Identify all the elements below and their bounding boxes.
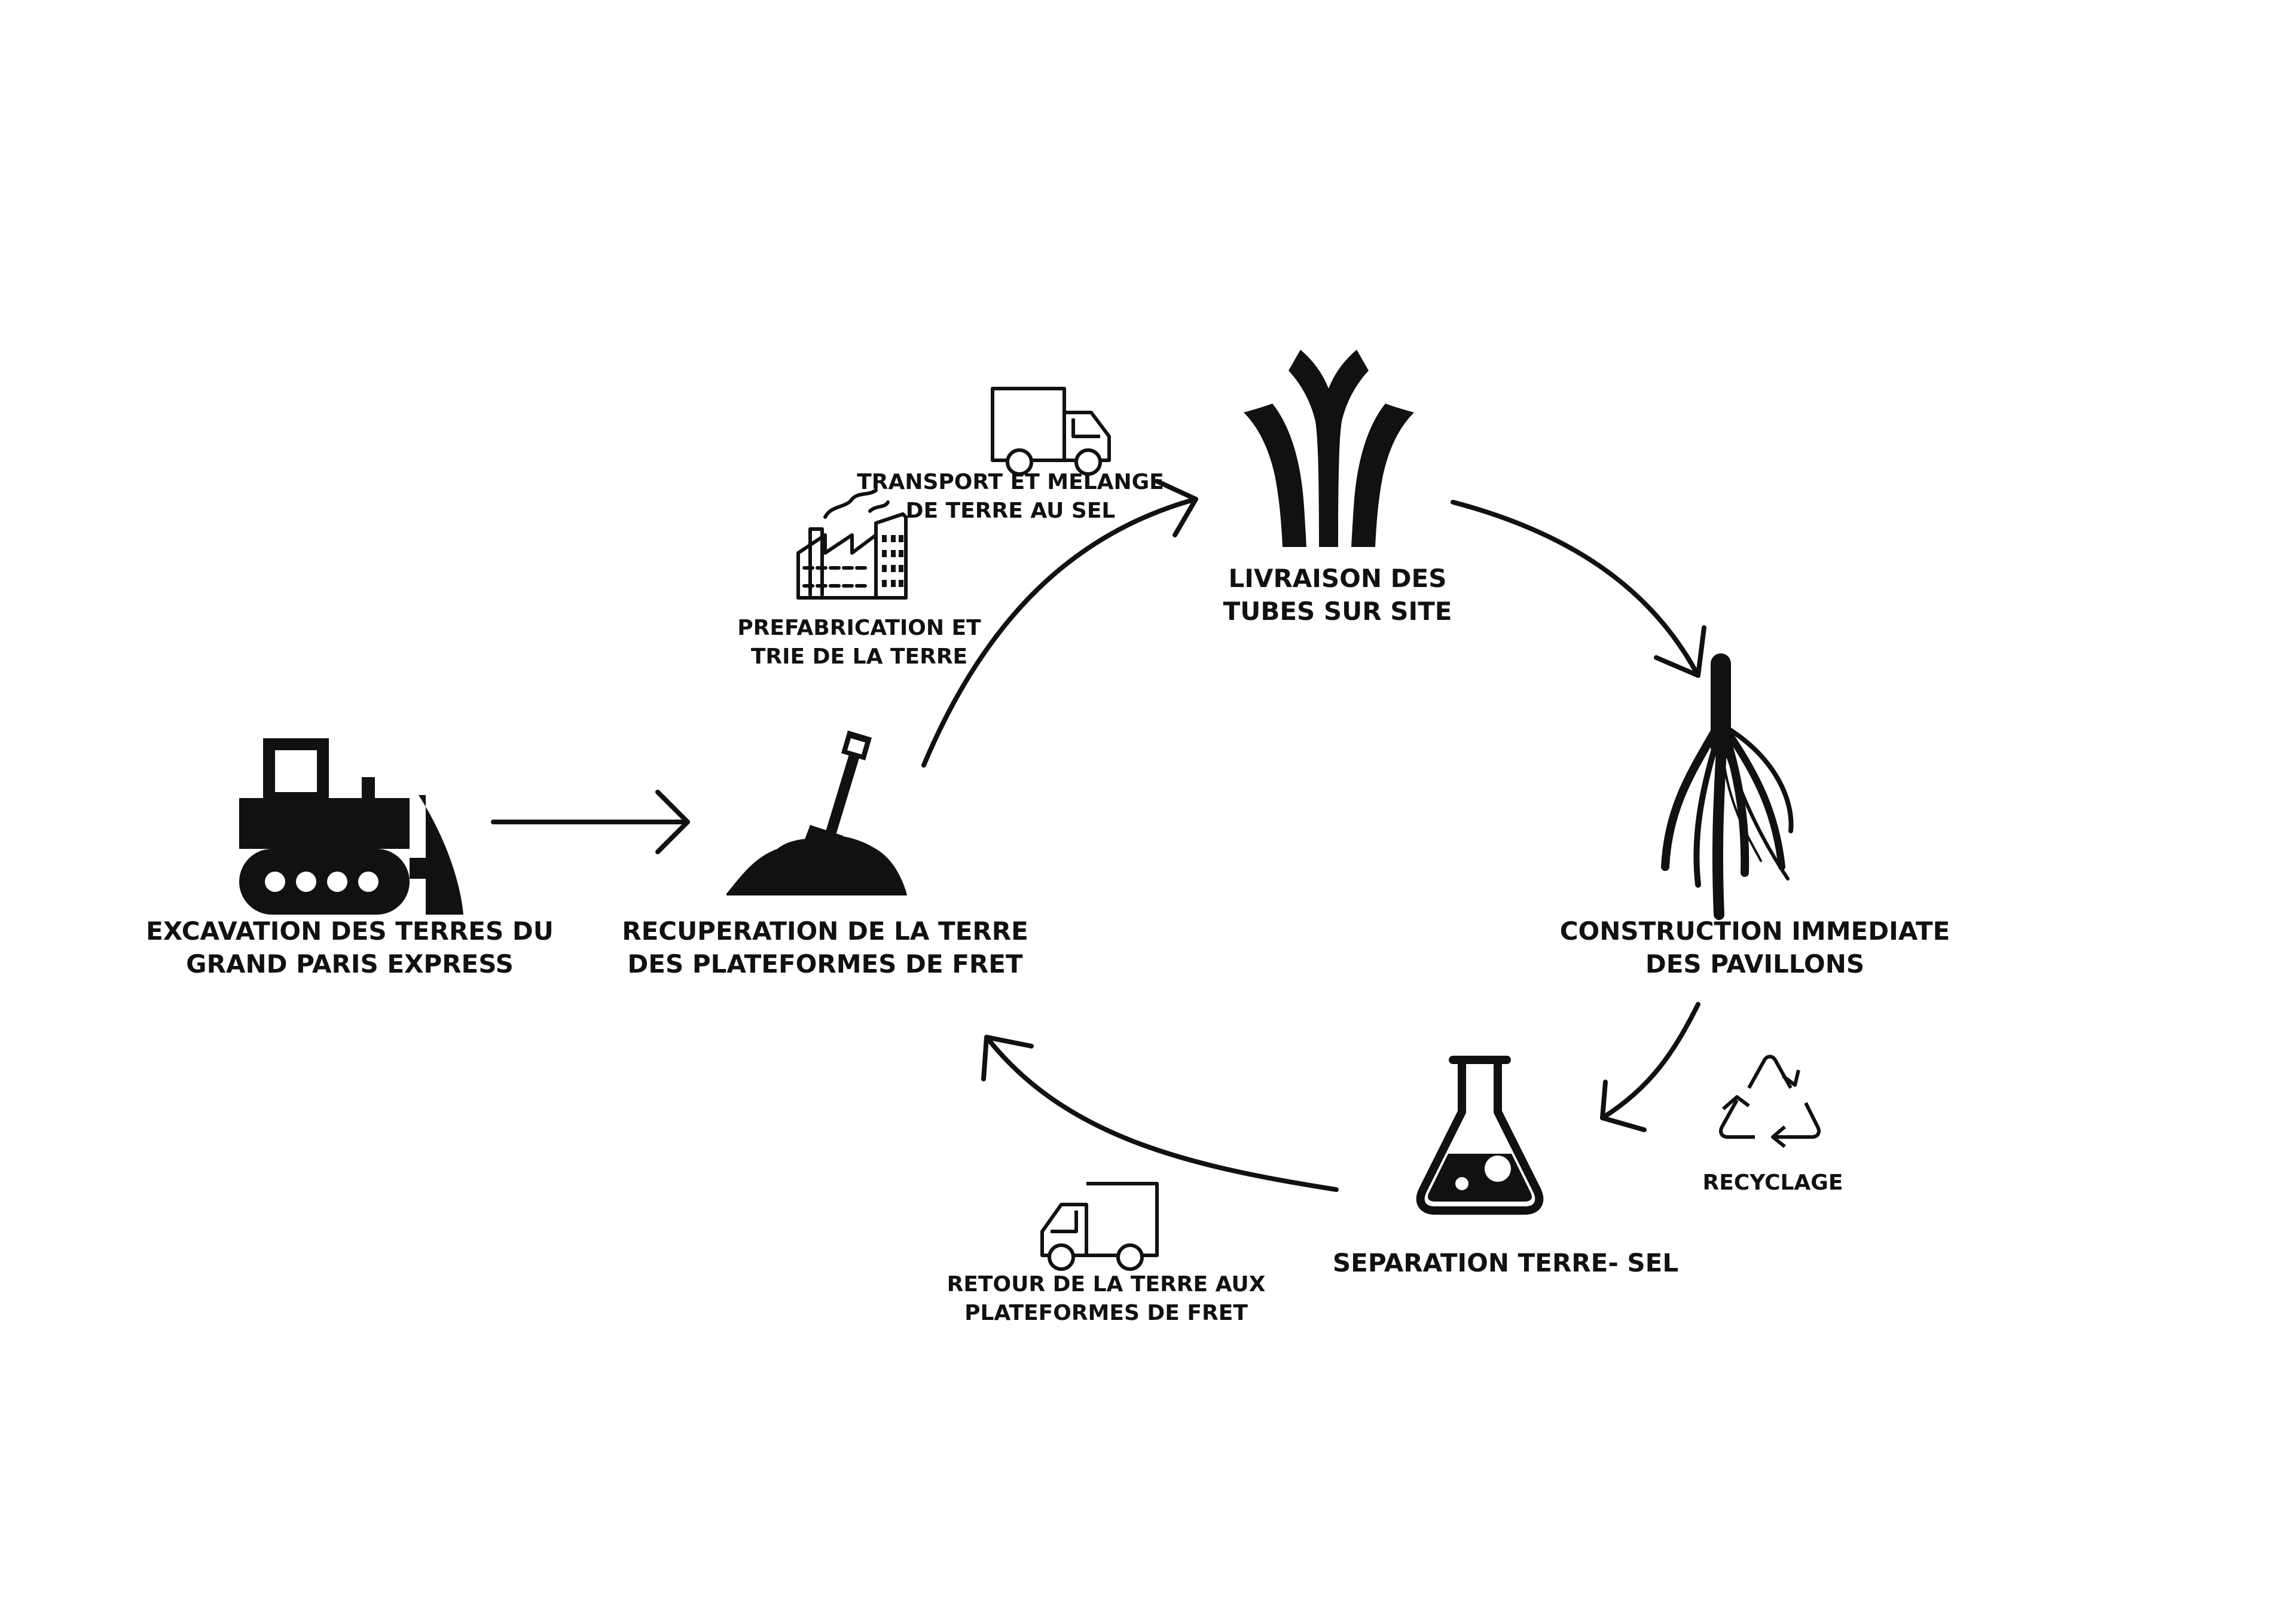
arrow-recuperation-to-livraison xyxy=(921,479,1198,768)
label-construction: CONSTRUCTION IMMEDIATE DES PAVILLONS xyxy=(1560,915,1950,981)
label-transport-line2: DE TERRE AU SEL xyxy=(905,498,1116,523)
label-excavation: EXCAVATION DES TERRES DU GRAND PARIS EXP… xyxy=(146,915,554,981)
label-recuperation-line2: DES PLATEFORMES DE FRET xyxy=(627,949,1023,979)
arrow-construction-to-separation xyxy=(1600,1002,1700,1132)
pavilion-structure-icon xyxy=(1661,653,1794,920)
label-prefabrication: PREFABRICATION ET TRIE DE LA TERRE xyxy=(737,614,981,671)
arrows xyxy=(491,479,1706,1192)
label-livraison-line1: LIVRAISON DES xyxy=(1228,564,1447,593)
label-retour: RETOUR DE LA TERRE AUX PLATEFORMES DE FR… xyxy=(947,1270,1266,1327)
label-recyclage-line1: RECYCLAGE xyxy=(1702,1170,1843,1195)
label-recuperation: RECUPERATION DE LA TERRE DES PLATEFORMES… xyxy=(622,915,1028,981)
arrow-separation-to-recuperation xyxy=(981,1035,1339,1192)
arrow-livraison-to-construction xyxy=(1451,500,1706,678)
label-construction-line1: CONSTRUCTION IMMEDIATE xyxy=(1559,916,1950,946)
label-livraison: LIVRAISON DES TUBES SUR SITE xyxy=(1223,562,1452,628)
label-transport: TRANSPORT ET MELANGE DE TERRE AU SEL xyxy=(857,468,1164,525)
arrow-excavation-to-recuperation xyxy=(491,790,690,854)
label-excavation-line1: EXCAVATION DES TERRES DU xyxy=(146,916,554,946)
flask-icon xyxy=(1416,1056,1544,1215)
label-excavation-line2: GRAND PARIS EXPRESS xyxy=(186,949,514,979)
label-separation-line1: SEPARATION TERRE- SEL xyxy=(1332,1248,1679,1277)
soil-pile-shovel-icon xyxy=(726,730,907,895)
truck-icon xyxy=(991,387,1111,476)
label-recuperation-line1: RECUPERATION DE LA TERRE xyxy=(622,916,1028,946)
label-livraison-line2: TUBES SUR SITE xyxy=(1223,597,1452,626)
tubes-icon xyxy=(1244,350,1414,547)
label-transport-line1: TRANSPORT ET MELANGE xyxy=(857,470,1164,494)
label-recyclage: RECYCLAGE xyxy=(1703,1169,1843,1197)
bulldozer-icon xyxy=(239,738,463,915)
recycle-icon xyxy=(1719,1055,1821,1148)
label-construction-line2: DES PAVILLONS xyxy=(1645,949,1865,979)
truck-icon xyxy=(1040,1182,1159,1271)
label-separation: SEPARATION TERRE- SEL xyxy=(1333,1246,1678,1279)
label-prefabrication-line1: PREFABRICATION ET xyxy=(737,616,981,640)
label-retour-line2: PLATEFORMES DE FRET xyxy=(964,1300,1248,1325)
label-prefabrication-line2: TRIE DE LA TERRE xyxy=(750,644,968,669)
factory-icon xyxy=(796,488,908,600)
label-retour-line1: RETOUR DE LA TERRE AUX xyxy=(947,1272,1266,1297)
